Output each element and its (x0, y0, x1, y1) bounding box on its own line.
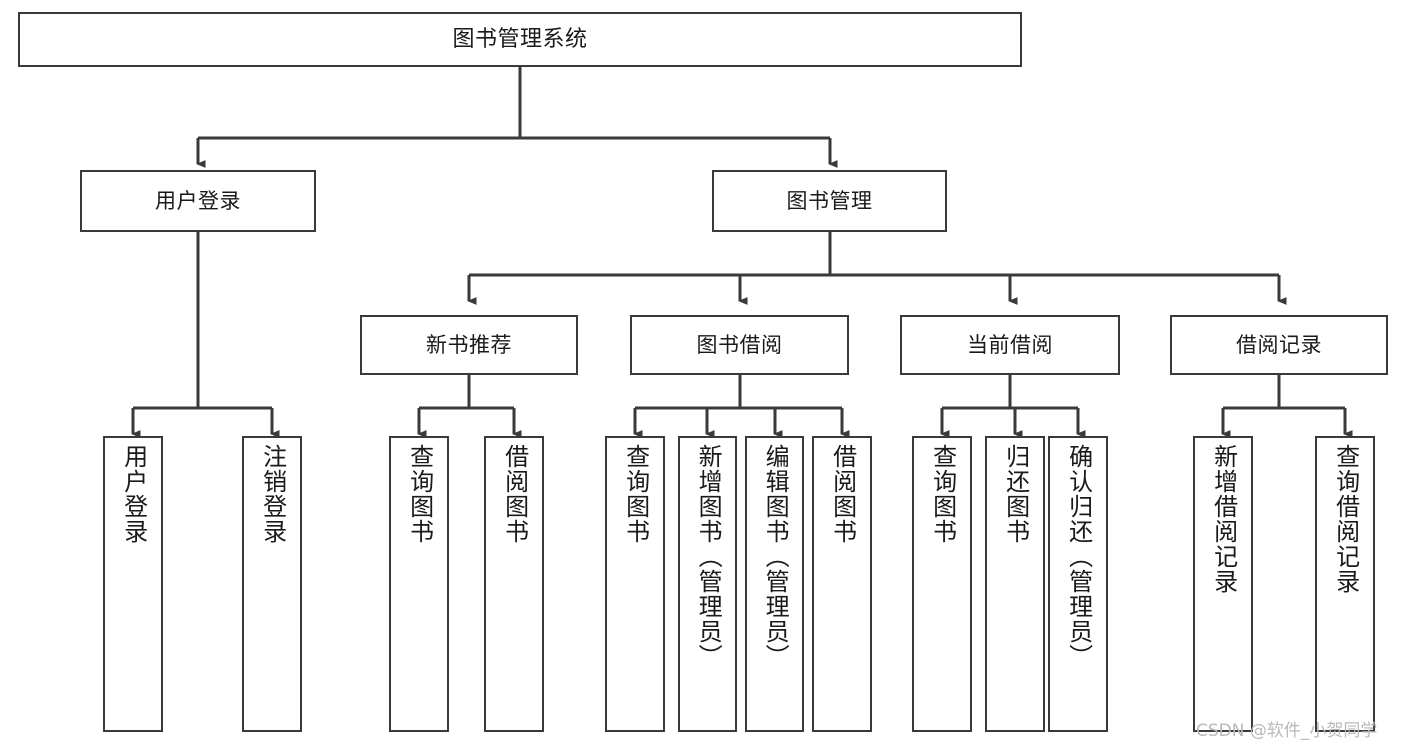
leaf-borrow-book-recommendation[interactable]: 借阅图书 (484, 436, 544, 732)
node-new-book-recommendation[interactable]: 新书推荐 (360, 315, 578, 375)
leaf-add-borrowing-record[interactable]: 新增借阅记录 (1193, 436, 1253, 732)
leaf-query-book-recommendation[interactable]: 查询图书 (389, 436, 449, 732)
node-book-management[interactable]: 图书管理 (712, 170, 947, 232)
leaf-query-borrowing-record[interactable]: 查询借阅记录 (1315, 436, 1375, 732)
node-label: 图书借阅 (696, 332, 783, 357)
leaf-query-book-borrowing[interactable]: 查询图书 (605, 436, 665, 732)
leaf-return-book[interactable]: 归还图书 (985, 436, 1045, 732)
node-current-borrowing[interactable]: 当前借阅 (900, 315, 1120, 375)
node-label: 用户登录 (155, 188, 241, 213)
leaf-user-logout[interactable]: 注销登录 (242, 436, 302, 732)
node-label: 查询图书 (621, 444, 650, 544)
node-label: 用户登录 (119, 444, 148, 544)
node-label: 借阅记录 (1236, 332, 1322, 357)
node-label: 借阅图书 (500, 444, 529, 544)
node-label: 图书管理 (786, 188, 873, 213)
node-label: 图书管理系统 (452, 26, 588, 52)
leaf-confirm-return-admin[interactable]: 确认归还（管理员） (1048, 436, 1108, 732)
node-label: 编辑图书（管理员） (761, 444, 790, 669)
leaf-add-book-admin[interactable]: 新增图书（管理员） (678, 436, 737, 732)
node-label: 查询图书 (405, 444, 434, 544)
node-label: 确认归还（管理员） (1064, 444, 1093, 669)
node-borrowing-record[interactable]: 借阅记录 (1170, 315, 1388, 375)
node-label: 归还图书 (1001, 444, 1030, 544)
leaf-query-book-current[interactable]: 查询图书 (912, 436, 972, 732)
csdn-watermark: CSDN @软件_小贺同学 (1196, 721, 1378, 741)
node-label: 查询图书 (928, 444, 957, 544)
node-root-book-management-system[interactable]: 图书管理系统 (18, 12, 1022, 67)
node-label: 注销登录 (258, 444, 287, 544)
leaf-edit-book-admin[interactable]: 编辑图书（管理员） (745, 436, 804, 732)
node-user-login[interactable]: 用户登录 (80, 170, 316, 232)
leaf-user-login[interactable]: 用户登录 (103, 436, 163, 732)
node-label: 新增借阅记录 (1209, 444, 1238, 594)
node-label: 新书推荐 (426, 332, 512, 357)
node-book-borrowing[interactable]: 图书借阅 (630, 315, 849, 375)
node-label: 新增图书（管理员） (694, 444, 723, 669)
node-label: 查询借阅记录 (1331, 444, 1360, 594)
node-label: 当前借阅 (967, 332, 1053, 357)
node-label: 借阅图书 (828, 444, 857, 544)
leaf-borrow-book[interactable]: 借阅图书 (812, 436, 872, 732)
